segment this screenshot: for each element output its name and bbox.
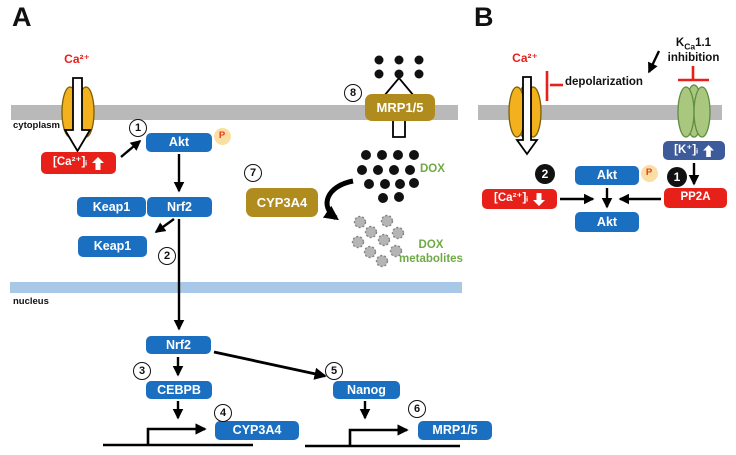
phospho-letter: P: [645, 167, 653, 179]
step-b-1: 1: [667, 167, 687, 187]
pp2a-box: PP2A: [664, 188, 727, 208]
akt-label: Akt: [596, 168, 618, 183]
plasma-membrane-a: [11, 105, 458, 120]
promoter-arrow-mrp15-icon: [348, 424, 409, 446]
phospho-badge-b: P: [640, 164, 658, 182]
nucleus-label: nucleus: [13, 296, 49, 307]
nrf2-label: Nrf2: [166, 199, 192, 214]
keap1-released-box: Keap1: [78, 236, 147, 257]
step-a-8: 8: [344, 84, 362, 102]
nrf2-nuclear-box: Nrf2: [146, 336, 211, 354]
kca-subscript-text: Ca: [684, 41, 696, 52]
metabolism-curved-arrow-icon: [322, 178, 354, 221]
akt-label: Akt: [596, 214, 618, 229]
keap1-label: Keap1: [92, 199, 131, 214]
akt-dephospho-box-b: Akt: [575, 212, 639, 232]
nanog-label: Nanog: [347, 382, 386, 397]
calcium-influx-arrow-a-icon: [63, 77, 92, 153]
keap1-label: Keap1: [93, 239, 132, 254]
kca-inhibition-label: KCa1.1 inhibition: [655, 37, 732, 65]
ca-increase-box: [Ca²⁺]ᵢ: [41, 152, 116, 174]
kca-inhibition-text: inhibition: [667, 52, 720, 65]
dox-metabolites-line2: metabolites: [399, 252, 463, 265]
ca-decrease-text: [Ca²⁺]ᵢ: [494, 192, 528, 205]
step-a-4: 4: [214, 404, 232, 422]
calcium-influx-arrow-b-icon: [515, 76, 539, 156]
akt-phospho-box-b: Akt: [575, 166, 639, 185]
step-a-6: 6: [408, 400, 426, 418]
cyp3a4-gene-box: CYP3A4: [215, 421, 299, 440]
dox-exported-dots-icon: [374, 55, 424, 79]
increase-arrow-icon: [702, 144, 714, 157]
panel-a-label: A: [12, 2, 32, 32]
phospho-letter: P: [218, 130, 226, 142]
depolarization-label: depolarization: [565, 76, 643, 88]
mrp15-label: MRP1/5: [432, 423, 478, 438]
ca-extracellular-label-b: Ca²⁺: [512, 51, 538, 65]
arrow-ca-activates-akt: [120, 139, 142, 158]
arrow-keap1-release: [154, 218, 175, 233]
mrp15-gene-box: MRP1/5: [418, 421, 492, 440]
keap1-complex-box: Keap1: [77, 197, 146, 217]
kca-name: KCa1.1: [655, 37, 732, 52]
potassium-channel-icon: [677, 84, 711, 138]
ca-increase-text: [Ca²⁺]ᵢ: [53, 156, 87, 169]
dox-metabolites-line1: DOX: [418, 239, 444, 251]
k-increase-box: [K⁺]ᵢ: [663, 141, 725, 160]
cebpb-box: CEBPB: [146, 381, 212, 399]
promoter-arrow-cyp3a4-icon: [146, 423, 207, 445]
nuclear-envelope: [10, 282, 462, 293]
cyp3a4-enzyme-box: CYP3A4: [246, 188, 318, 217]
step-a-3: 3: [133, 362, 151, 380]
k-increase-text: [K⁺]ᵢ: [674, 143, 698, 156]
cebpb-label: CEBPB: [157, 382, 201, 397]
step-b-2: 2: [535, 164, 555, 184]
nrf2-label: Nrf2: [165, 337, 191, 352]
pp2a-label: PP2A: [680, 191, 711, 204]
kca-base-text: K: [675, 37, 685, 49]
arrow-nrf2-to-nanog: [213, 350, 327, 380]
ca-extracellular-label-a: Ca²⁺: [64, 52, 90, 66]
step-a-5: 5: [325, 362, 343, 380]
nanog-box: Nanog: [333, 381, 400, 399]
dox-intracellular-dots-icon: [357, 150, 419, 203]
phospho-badge-a: P: [213, 127, 231, 145]
mrp15-label: MRP1/5: [376, 100, 424, 115]
mrp15-transporter-box: MRP1/5: [365, 94, 435, 121]
inhibition-tbar-depolarization-icon: [545, 71, 563, 101]
dox-metabolite-dots-icon: [351, 214, 405, 268]
dox-metabolites-label: DOX metabolites: [390, 239, 472, 267]
nrf2-complex-box: Nrf2: [147, 197, 212, 217]
step-a-2: 2: [158, 247, 176, 265]
cyp3a4-label: CYP3A4: [256, 195, 308, 210]
akt-box-a: Akt: [146, 133, 212, 152]
decrease-arrow-icon: [532, 192, 545, 206]
cytoplasm-label: cytoplasm: [13, 120, 60, 131]
step-a-1: 1: [129, 119, 147, 137]
arrow-kca-to-depolarization: [647, 50, 661, 74]
panel-b-label: B: [474, 2, 494, 32]
akt-label: Akt: [168, 135, 190, 150]
dox-label: DOX: [420, 163, 445, 175]
step-a-7: 7: [244, 164, 262, 182]
inhibition-tbar-kca-icon: [678, 66, 709, 82]
kca-number-text: 1.1: [695, 37, 712, 49]
ca-decrease-box: [Ca²⁺]ᵢ: [482, 189, 557, 209]
increase-arrow-icon: [91, 156, 104, 170]
cyp3a4-label: CYP3A4: [232, 423, 282, 438]
